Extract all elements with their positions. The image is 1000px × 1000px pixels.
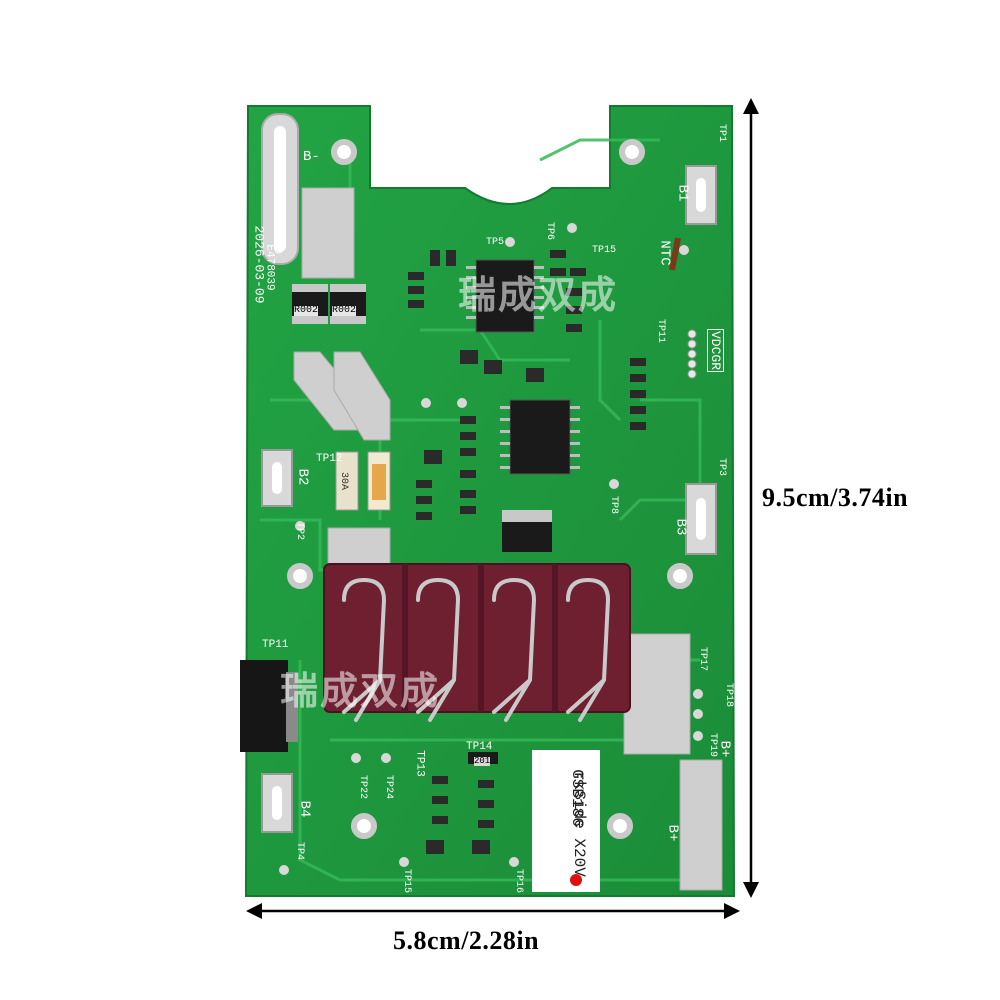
height-dimension-arrow [743,98,759,898]
tp16-label: TP17 [697,646,709,672]
pad-label-b-minus: B- [303,149,320,165]
r12-value: 201 [474,756,491,766]
tp1-label: TP1 [716,123,728,143]
tp4-label: TP4 [294,841,306,861]
tp18-label: TP19 [707,732,719,758]
tp3-label: TP3 [716,457,728,477]
tp24-label: TP24 [383,774,395,800]
tp11-label: TP11 [655,318,667,344]
tp15-label: TP16 [513,868,525,894]
pad-label-b1: B1 [674,184,691,202]
resistor-value-1: R002 [294,305,319,316]
ic-chip [509,399,571,475]
tp8-label: TP8 [608,495,620,515]
tp6-label: TP6 [544,221,556,241]
mount-hole [351,813,377,839]
j1-connector [240,660,288,752]
pad-label-b3: B3 [672,518,689,536]
mount-hole [607,813,633,839]
mount-hole [619,139,645,165]
watermark-bottom: 瑞成双成 [280,669,441,713]
fuse-value: 30A [338,471,350,491]
pad-label-b-plus: B+ [716,740,733,758]
r12-label: TP14 [466,741,493,753]
tp17-label: TP18 [723,682,735,708]
header-label: VDCGR [707,328,725,373]
mount-hole [331,139,357,165]
mount-hole [287,563,313,589]
flammability-rating: 94V-0 [271,220,284,255]
resistor-value-2: R002 [332,305,357,316]
pad-label-b2: B2 [294,468,311,486]
tp5-label: TP5 [486,237,505,248]
model-line-2: rkSide X20V [569,771,588,877]
tp2-label: TP2 [294,521,306,541]
f1-label: TP12 [316,453,343,465]
pad-label-b-plus-plus: B+ [664,824,681,842]
ds1-label: TP13 [413,750,426,777]
mount-hole [667,563,693,589]
watermark-top: 瑞成双成 [458,273,619,317]
pad-label-b4: B4 [296,800,313,818]
j1-label: TP11 [262,639,289,651]
height-dimension-label: 9.5cm/3.74in [762,483,909,512]
width-dimension-label: 5.8cm/2.28in [393,926,540,955]
width-dimension-arrow [246,903,740,919]
ic-chip [475,259,535,333]
tp20-label: TP22 [357,774,369,800]
pcb-board [240,105,736,897]
ntc-label: NTC [656,240,673,266]
tp14-label: TP15 [401,868,413,894]
r40-label: TP15 [592,245,617,256]
model-label [532,750,600,892]
